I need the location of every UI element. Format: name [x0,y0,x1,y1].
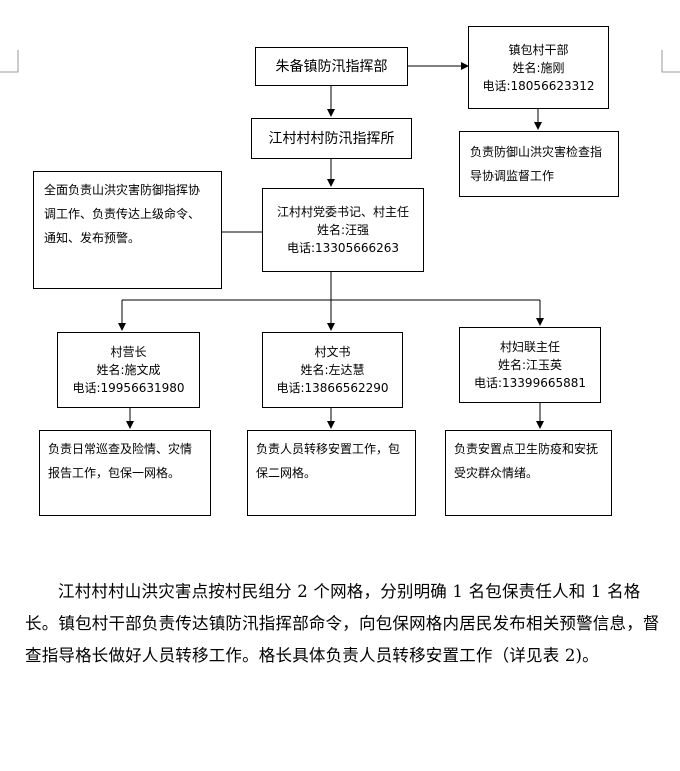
village-leader-name: 姓名:汪强 [316,223,370,237]
town-hq-box: 朱备镇防汛指挥部 [255,47,408,86]
town-cadre-name: 姓名:施刚 [512,60,565,75]
leader-duty-text: 全面负责山洪灾害防御指挥协调工作、负责传达上级命令、通知、发布预警。 [44,183,201,245]
sub-unit-duty-box: 负责安置点卫生防疫和安抚受灾群众情绪。 [445,430,612,516]
body-paragraph: 江村村村山洪灾害点按村民组分 2 个网格，分别明确 1 名包保责任人和 1 名格… [25,582,660,665]
sub-unit-title: 村妇联主任 [499,340,560,354]
sub-unit-box: 村文书 姓名:左达慧 电话:13866562290 [262,332,403,408]
town-cadre-box: 镇包村干部 姓名:施刚 电话:18056623312 [468,26,609,109]
sub-unit-name: 姓名:施文成 [96,363,161,377]
sub-unit-duty-text: 负责安置点卫生防疫和安抚受灾群众情绪。 [454,442,599,480]
sub-unit-name: 姓名:江玉英 [497,358,563,372]
sub-unit-title: 村营长 [110,345,147,359]
cadre-duty-box: 负责防御山洪灾害检查指导协调监督工作 [459,131,619,197]
sub-unit-duty-box: 负责人员转移安置工作，包保二网格。 [247,430,416,516]
sub-unit-duty-box: 负责日常巡查及险情、灾情报告工作，包保一网格。 [39,430,211,516]
sub-unit-box: 村妇联主任 姓名:江玉英 电话:13399665881 [459,327,601,403]
sub-unit-duty-text: 负责日常巡查及险情、灾情报告工作，包保一网格。 [48,442,193,480]
sub-unit-phone: 电话:13399665881 [473,376,587,390]
town-hq-label: 朱备镇防汛指挥部 [275,58,388,75]
sub-unit-box: 村营长 姓名:施文成 电话:19956631980 [57,332,200,408]
town-cadre-title: 镇包村干部 [508,42,569,57]
village-leader-box: 江村村党委书记、村主任 姓名:汪强 电话:13305666263 [262,188,424,272]
sub-unit-name: 姓名:左达慧 [300,363,365,377]
sub-unit-phone: 电话:13866562290 [276,381,389,395]
sub-unit-phone: 电话:19956631980 [72,381,185,395]
village-leader-phone: 电话:13305666263 [286,241,400,255]
leader-duty-box: 全面负责山洪灾害防御指挥协调工作、负责传达上级命令、通知、发布预警。 [33,171,222,289]
village-leader-title: 江村村党委书记、村主任 [276,205,409,219]
village-hq-box: 江村村村防汛指挥所 [251,118,412,159]
cadre-duty-text: 负责防御山洪灾害检查指导协调监督工作 [470,145,603,183]
village-hq-label: 江村村村防汛指挥所 [268,130,395,147]
town-cadre-phone: 电话:18056623312 [482,78,595,93]
sub-unit-duty-text: 负责人员转移安置工作，包保二网格。 [256,442,401,480]
sub-unit-title: 村文书 [314,345,351,359]
